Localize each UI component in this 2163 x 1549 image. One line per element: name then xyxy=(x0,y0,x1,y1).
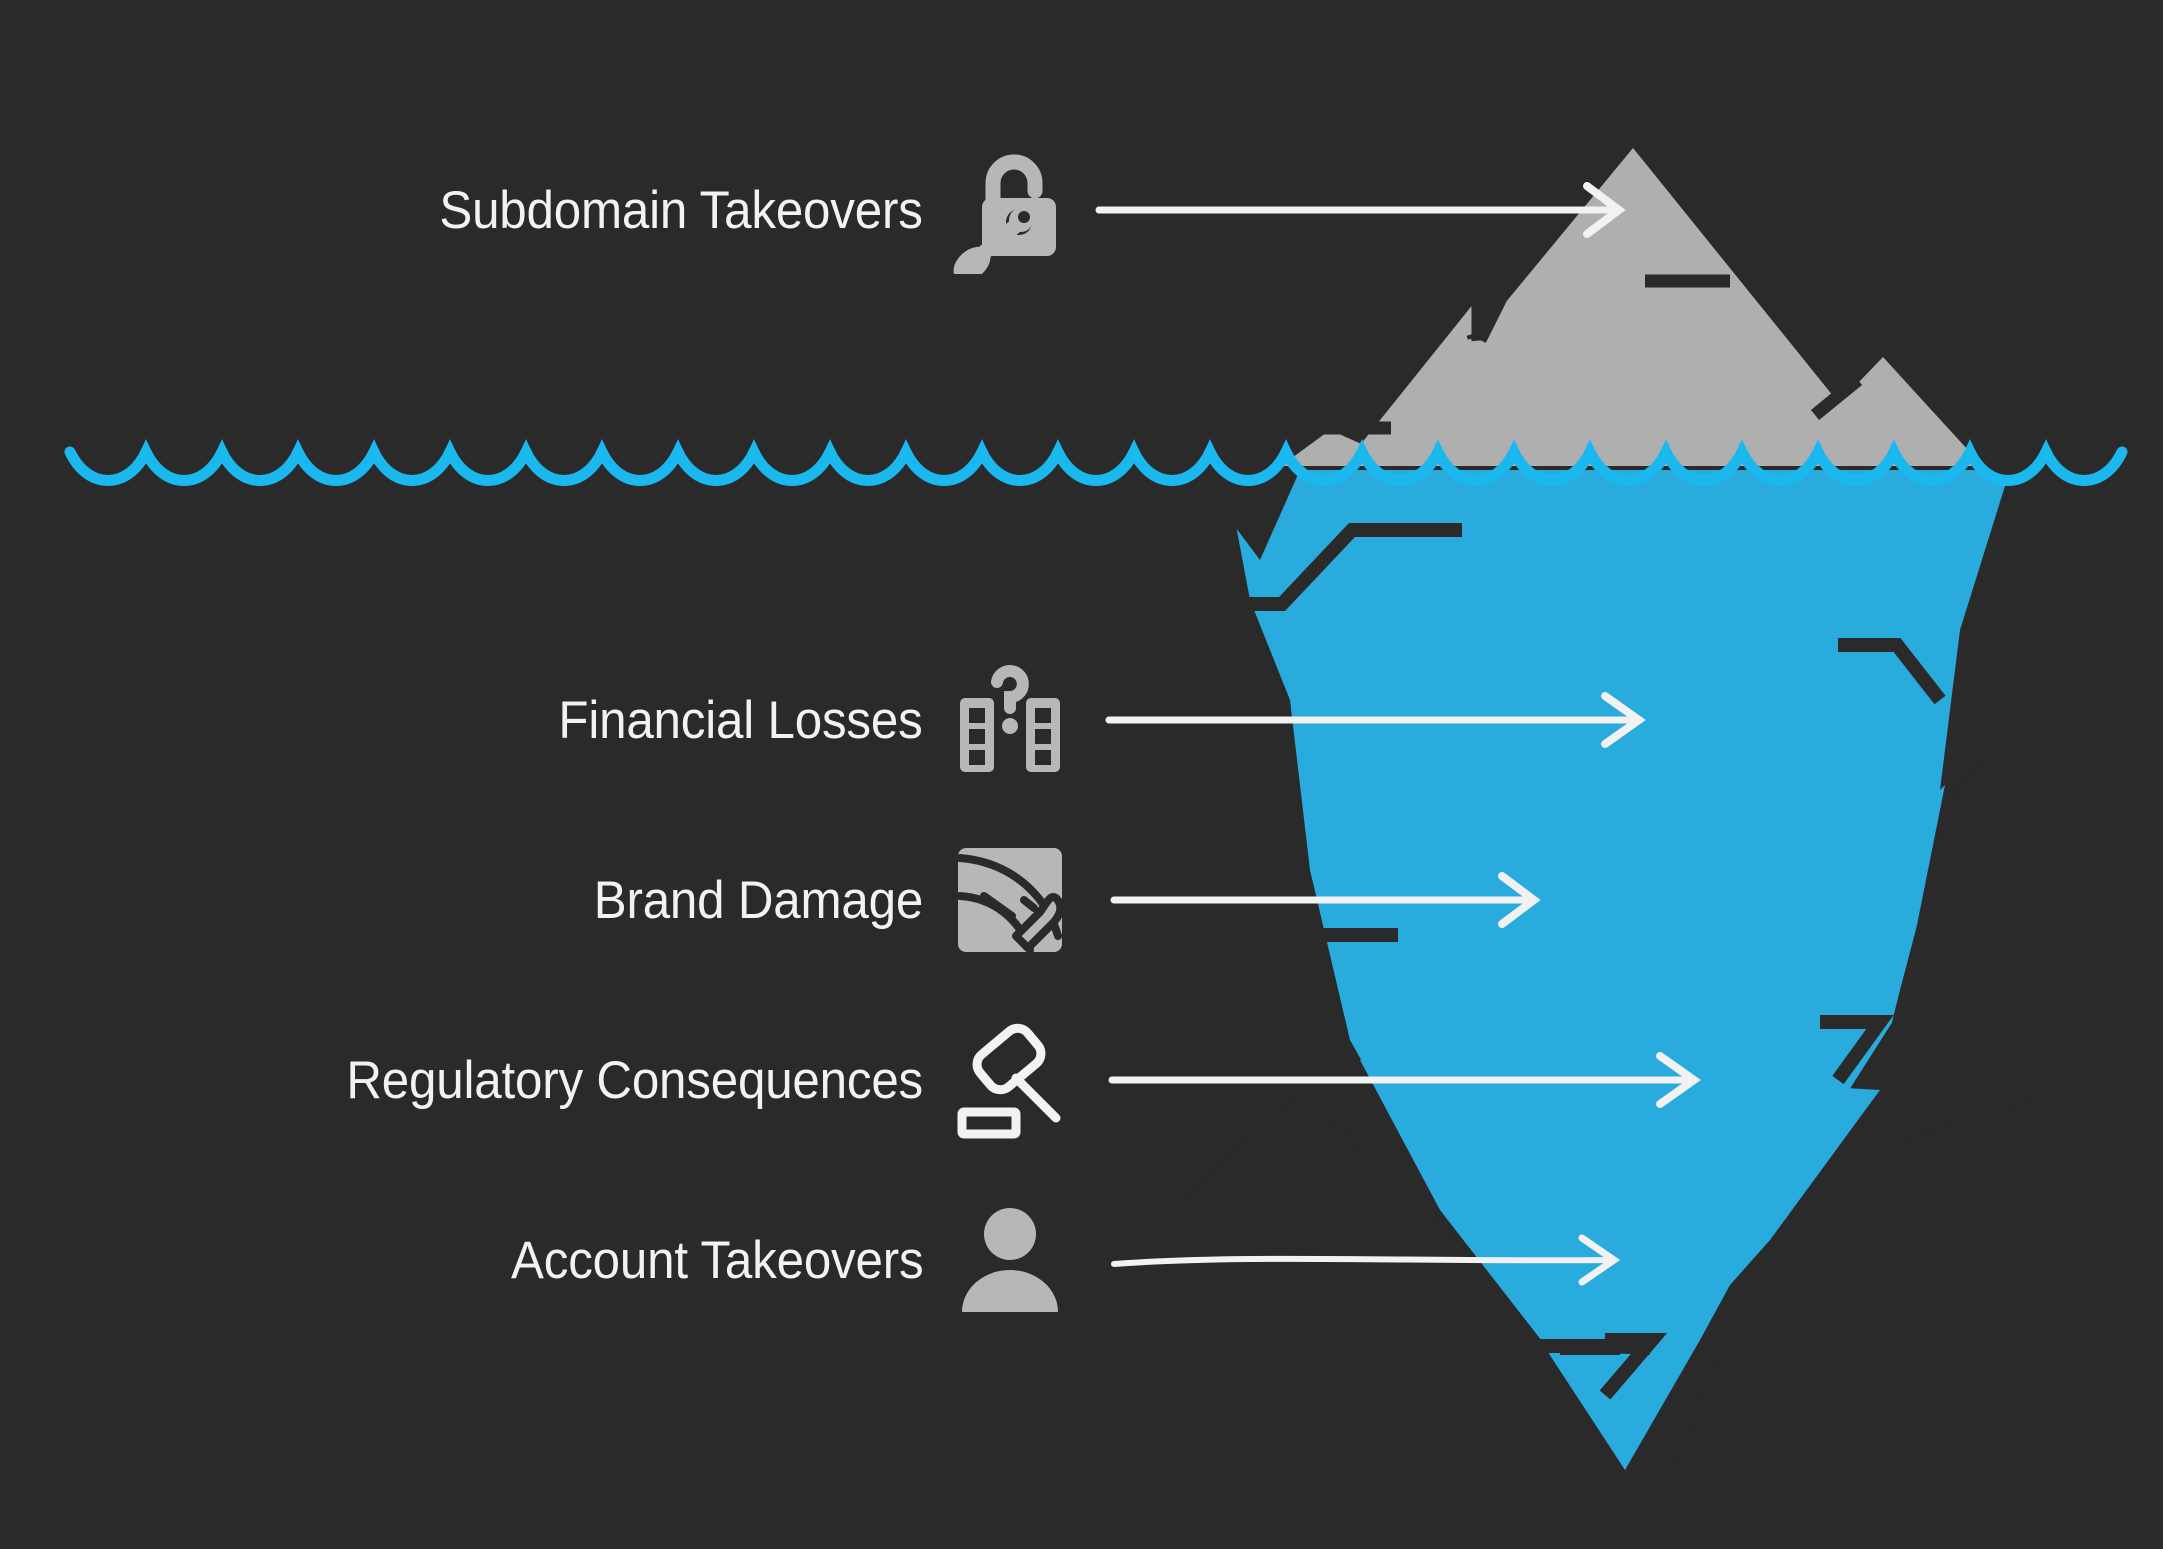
iceberg-tip-cracks xyxy=(1293,274,1863,435)
iceberg-body-below-water xyxy=(1180,470,2030,1549)
user-person-icon xyxy=(945,1195,1075,1325)
iceberg-bottom-tip-wedge xyxy=(1540,1320,1700,1470)
gavel-icon xyxy=(945,1015,1075,1145)
iceberg-left-notch xyxy=(1230,470,1300,560)
row-financial-losses: Financial Losses xyxy=(0,655,1075,785)
row-subdomain-takeovers: Subdomain Takeovers xyxy=(0,145,1075,275)
iceberg-body-cracks-2 xyxy=(1599,1333,1668,1400)
iceberg-left-small-peak xyxy=(1343,298,1560,466)
iceberg-left-base-ledge xyxy=(1280,430,1411,466)
arrow-account-takeovers xyxy=(1111,1234,1621,1286)
iceberg-bottom-right-cut xyxy=(1640,1100,2030,1549)
arrow-brand-damage xyxy=(1110,872,1541,928)
iceberg-tip-above-water xyxy=(1280,148,1983,466)
label-subdomain-takeovers: Subdomain Takeovers xyxy=(439,180,923,240)
row-regulatory-consequences: Regulatory Consequences xyxy=(0,1015,1075,1145)
row-account-takeovers: Account Takeovers xyxy=(0,1195,1075,1325)
iceberg-right-lower-step xyxy=(1860,700,2030,1150)
arrow-regulatory-consequences xyxy=(1108,1052,1701,1108)
unlocked-padlock-with-pick-icon xyxy=(945,145,1075,275)
broken-signal-cursor-icon xyxy=(945,835,1075,965)
iceberg-right-step xyxy=(1940,470,2030,790)
label-account-takeovers: Account Takeovers xyxy=(510,1230,924,1290)
buildings-question-mark-icon xyxy=(945,655,1075,785)
label-brand-damage: Brand Damage xyxy=(593,870,923,930)
label-regulatory-consequences: Regulatory Consequences xyxy=(346,1050,923,1110)
arrow-subdomain-takeovers xyxy=(1095,182,1626,238)
iceberg-right-small-peak xyxy=(1778,357,1983,466)
waterline-wave xyxy=(64,439,2128,486)
label-financial-losses: Financial Losses xyxy=(558,690,923,750)
row-brand-damage: Brand Damage xyxy=(0,835,1075,965)
iceberg-bottom-left-cut xyxy=(1180,1090,1560,1549)
arrow-financial-losses xyxy=(1105,692,1646,748)
iceberg-mid-lower-body xyxy=(1360,1060,1880,1345)
